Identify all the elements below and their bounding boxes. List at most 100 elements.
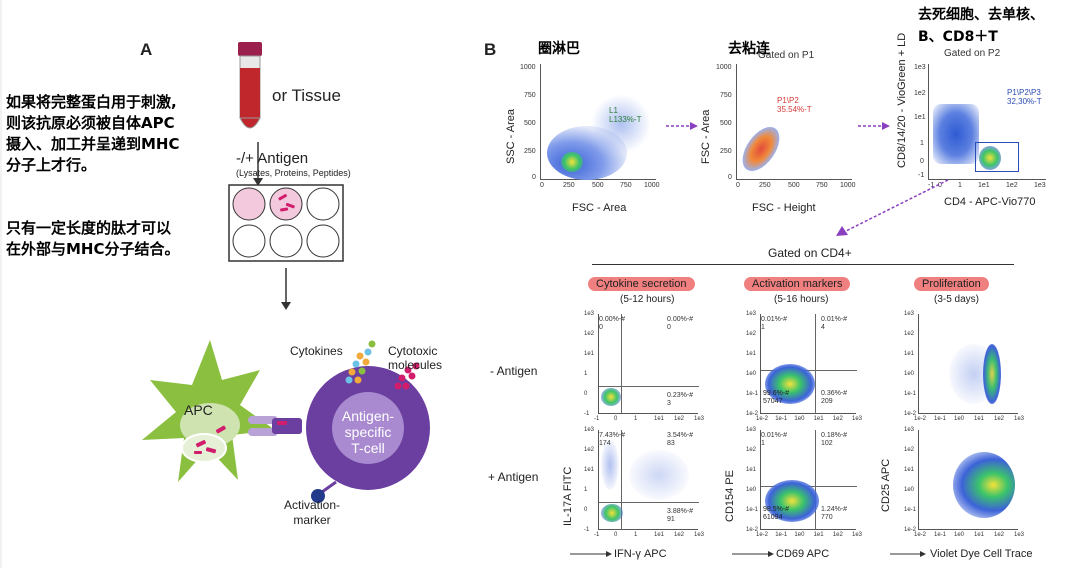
plot3-x-title: CD4 - APC-Vio770 [944, 196, 1036, 208]
left-edge-rule [0, 0, 2, 568]
plot2-xtick: 0 [736, 182, 740, 189]
act-minus-ytick: 1e-2 [746, 411, 759, 417]
act-minus-xtick: 1e2 [832, 416, 843, 422]
tube-label: Blood [229, 88, 240, 114]
act-plus-ytick: 1e-2 [746, 527, 759, 533]
plot-cytokine-minus: 0.00%-# 0 0.00%-# 0 0.23%-# 3 [598, 314, 699, 414]
prolif-plus-xtick: 1e3 [1014, 532, 1025, 538]
sub-cytokine-duration: (5-12 hours) [620, 294, 675, 305]
cyto-plus-ytick: 1e1 [584, 467, 595, 473]
plot1-ytick: 0 [532, 174, 536, 181]
prolif-plus-xtick: 1e1 [974, 532, 985, 538]
plot3-xtick: 1e3 [1034, 182, 1046, 189]
cyto-plus-xtick: 1e1 [654, 532, 665, 538]
act-y-title: CD154 PE [724, 470, 736, 522]
prolif-plus-ytick: 1e0 [904, 487, 915, 493]
cyto-minus-ytick: 1e2 [584, 331, 595, 337]
gate-l1-label: L1 L133%-T [609, 106, 642, 124]
prolif-plus-ytick: 1e-2 [904, 527, 917, 533]
act-plus-ytick: 1e2 [746, 447, 757, 453]
plot-ssc-fsc: L1 L133%-T [540, 64, 656, 180]
act-plus-xtick: 1e0 [794, 532, 805, 538]
cyto-plus-ytick: 1 [584, 487, 588, 493]
act-x-title: CD69 APC [776, 548, 830, 560]
plot3-ytick: 0 [920, 158, 924, 165]
plot2-ytick: 250 [720, 148, 732, 155]
heading-doublet: 去粘连 [728, 41, 770, 57]
act-minus-xtick: 1e0 [794, 416, 805, 422]
plot3-ytick: 1e3 [914, 64, 926, 71]
prolif-minus-ytick: 1e-2 [904, 411, 917, 417]
cyto-plus-xtick: 1 [634, 532, 638, 538]
act-minus-ytick: 1e2 [746, 331, 757, 337]
cyto-minus-ytick: 1e1 [584, 351, 595, 357]
prolif-minus-xtick: 1e3 [1014, 416, 1025, 422]
well-plate [228, 184, 344, 262]
plot1-ytick: 500 [524, 120, 536, 127]
plot-cd8-cd4: P1\P2\P3 32,30%-T [928, 64, 1046, 180]
prolif-minus-ytick: 1e0 [904, 371, 915, 377]
cyto-minus-ytick: 0 [584, 391, 588, 397]
sub-proliferation-duration: (3-5 days) [934, 294, 980, 305]
prolif-minus-xtick: 1e0 [954, 416, 965, 422]
gate-p2-label: P1\P2 35.54%-T [777, 96, 812, 114]
cyto-plus-ur: 3.54%-# 83 [667, 432, 694, 447]
plot2-ytick: 500 [720, 120, 732, 127]
plot1-xtick: 250 [563, 182, 575, 189]
plot1-xtick: 1000 [644, 182, 660, 189]
act-minus-ll: 99.6%-# 57047 [763, 390, 790, 405]
row-minus-antigen: - Antigen [490, 364, 538, 378]
cyto-plus-ytick: 1e2 [584, 447, 595, 453]
act-minus-lr: 0.36%-# 209 [821, 390, 848, 405]
cyto-minus-xtick: 1 [634, 416, 638, 422]
act-minus-xtick: 1e-1 [775, 416, 788, 422]
prolif-y-title: CD25 APC [880, 458, 892, 512]
plot2-x-title: FSC - Height [752, 202, 816, 214]
act-minus-ytick: 1e0 [746, 371, 757, 377]
gate-p3-label: P1\P2\P3 32,30%-T [1007, 88, 1042, 106]
act-minus-ul: 0.01%-# 1 [761, 316, 788, 331]
plot2-ytick: 750 [720, 92, 732, 99]
cyto-plus-ytick: -1 [584, 527, 590, 533]
plot1-xtick: 500 [592, 182, 604, 189]
prolif-plus-xtick: 1e2 [994, 532, 1005, 538]
plot3-ytick: 1 [920, 140, 924, 147]
act-plus-xtick: 1e3 [852, 532, 863, 538]
gate-arrow-cd4 [836, 179, 949, 236]
cyto-plus-xtick: -1 [594, 532, 600, 538]
plot3-title: Gated on P2 [944, 48, 1001, 59]
cytokines-label: Cytokines [290, 344, 343, 358]
cyto-minus-xtick: 1e2 [674, 416, 685, 422]
plot3-xtick: 1e2 [1006, 182, 1018, 189]
prolif-minus-ytick: 1e-1 [904, 391, 917, 397]
cyto-minus-xtick: 1e3 [694, 416, 705, 422]
prolif-minus-ytick: 1e3 [904, 311, 915, 317]
row-plus-antigen: + Antigen [488, 470, 539, 484]
note-whole-protein: 如果将完整蛋白用于刺激, 则该抗原必须被自体APC 摄入、加工并呈递到MHC 分… [6, 93, 180, 174]
plot-activation-minus: 0.01%-# 1 0.01%-# 4 0.36%-# 209 99.6%-# … [760, 314, 857, 414]
antigen-label: -/+ Antigen [236, 150, 309, 167]
prolif-minus-ytick: 1e2 [904, 331, 915, 337]
plot-cytokine-plus: 7.43%-# 174 3.54%-# 83 3.88%-# 91 [598, 430, 699, 530]
blood-tube-illustration [238, 42, 262, 129]
prolif-minus-ytick: 1e1 [904, 351, 915, 357]
act-plus-lr: 1.24%-# 770 [821, 506, 848, 521]
plot2-title: Gated on P1 [758, 50, 815, 61]
plot1-x-title: FSC - Area [572, 202, 627, 214]
cyto-plus-lr: 3.88%-# 91 [667, 508, 694, 523]
plot2-ytick: 0 [728, 174, 732, 181]
prolif-minus-xtick: 1e1 [974, 416, 985, 422]
sub-activation-duration: (5-16 hours) [774, 294, 829, 305]
cyto-minus-xtick: -1 [594, 416, 600, 422]
plot3-xtick: -1 [928, 182, 935, 189]
plot3-xtick: 0 [938, 182, 942, 189]
cyto-plus-xtick: 1e3 [694, 532, 705, 538]
prolif-plus-ytick: 1e3 [904, 427, 915, 433]
pill-cytokine-secretion: Cytokine secretion [588, 277, 695, 291]
act-plus-ur: 0.18%-# 102 [821, 432, 848, 447]
prolif-minus-xtick: 1e-1 [934, 416, 947, 422]
prolif-plus-ytick: 1e-1 [904, 507, 917, 513]
plot2-xtick: 250 [759, 182, 771, 189]
plate-to-cells-arrow [281, 268, 291, 310]
act-minus-xtick: 1e3 [852, 416, 863, 422]
